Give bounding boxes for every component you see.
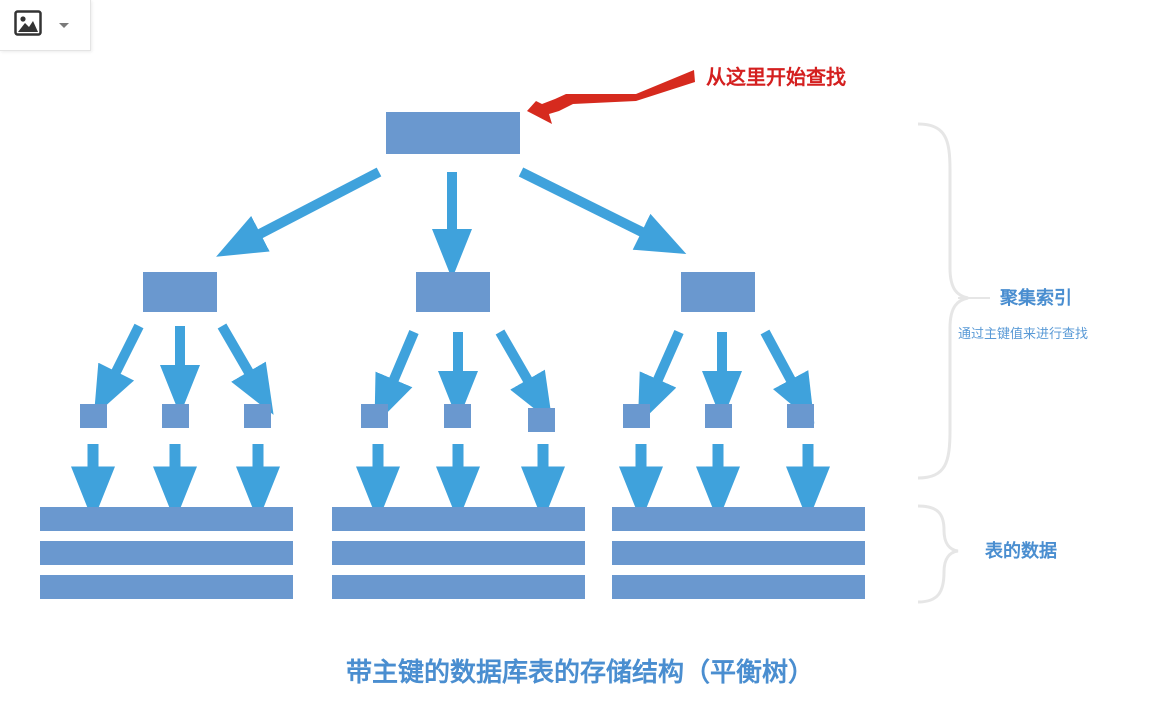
arrow-branch: [760, 329, 815, 424]
data-row: [40, 575, 293, 599]
root-node: [386, 112, 520, 154]
caret-down-icon[interactable]: [58, 15, 70, 28]
data-row: [40, 507, 293, 531]
image-icon[interactable]: [14, 10, 42, 36]
arrow-branch: [93, 323, 144, 417]
arrow-branch: [374, 330, 419, 426]
branch-node-middle: [416, 272, 490, 312]
data-row: [332, 575, 585, 599]
image-toolbar: [0, 0, 91, 51]
arrow-root-right: [518, 167, 687, 254]
clustered-index-label: 聚集索引: [999, 287, 1072, 309]
arrow-branch: [495, 329, 553, 423]
leaf-arrows: [71, 444, 830, 522]
data-row: [612, 575, 865, 599]
start-label: 从这里开始查找: [706, 65, 846, 89]
data-row: [332, 541, 585, 565]
arrow-root-left: [216, 167, 382, 257]
branch-node-left: [143, 272, 217, 312]
table-data-blocks: [40, 507, 865, 599]
leaf-node: [528, 408, 555, 432]
data-row: [332, 507, 585, 531]
leaf-node: [623, 404, 650, 428]
leaf-node: [80, 404, 107, 428]
branch-arrows: [93, 323, 815, 426]
diagram-caption: 带主键的数据库表的存储结构（平衡树）: [346, 657, 814, 688]
data-row: [612, 541, 865, 565]
root-arrows: [216, 167, 687, 279]
leaf-node: [244, 404, 271, 428]
leaf-nodes: [80, 404, 814, 432]
data-row: [40, 541, 293, 565]
branch-node-right: [681, 272, 755, 312]
leaf-node: [787, 404, 814, 428]
table-data-label: 表的数据: [985, 540, 1057, 562]
start-pointer-arrow: [527, 70, 695, 124]
data-brace: [917, 504, 959, 604]
index-brace: [917, 122, 969, 480]
clustered-index-note: 通过主键值来进行查找: [958, 326, 1088, 342]
leaf-node: [162, 404, 189, 428]
arrow-branch: [217, 323, 274, 415]
leaf-node: [361, 404, 388, 428]
leaf-node: [444, 404, 471, 428]
data-row: [612, 507, 865, 531]
leaf-node: [705, 404, 732, 428]
arrow-branch: [637, 329, 684, 426]
